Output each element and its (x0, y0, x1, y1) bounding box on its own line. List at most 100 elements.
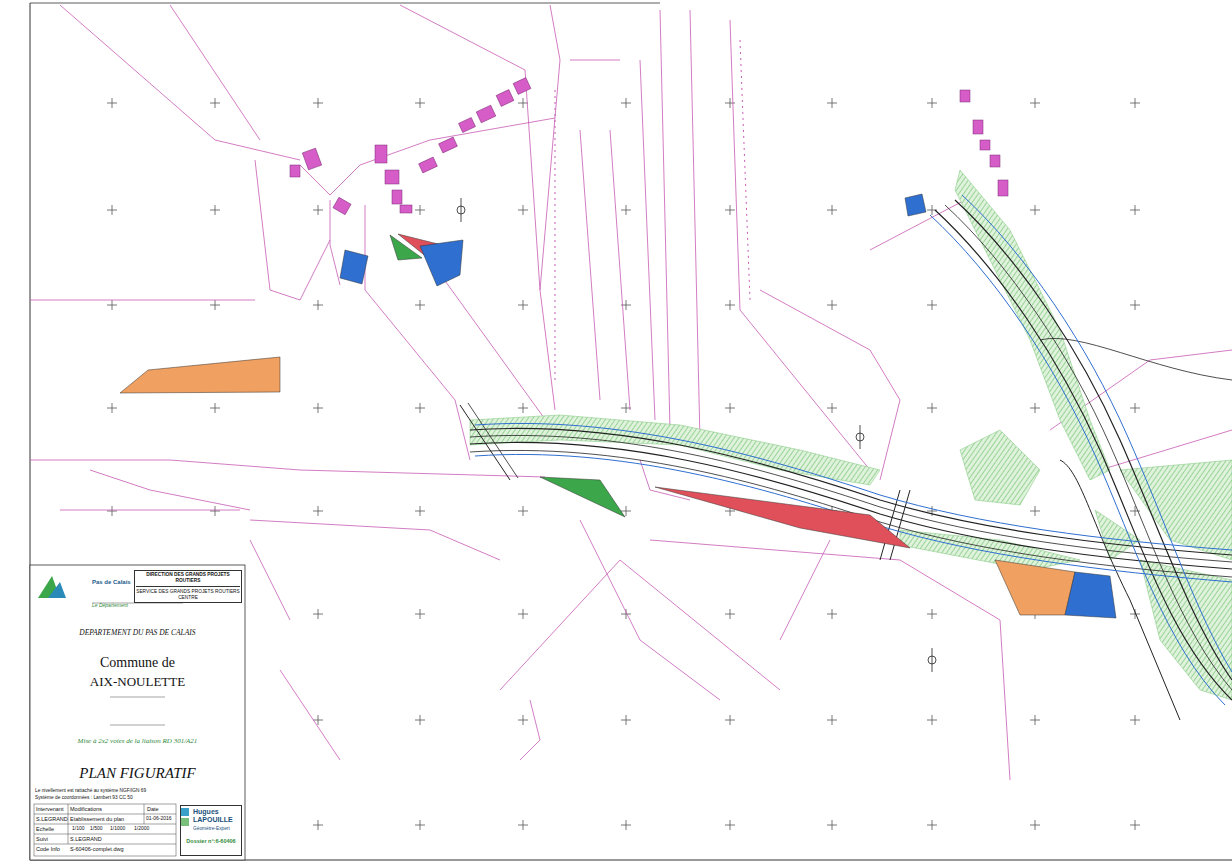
grid-cross (927, 300, 937, 310)
grid-cross (313, 506, 323, 516)
grid-cross (518, 506, 528, 516)
grid-cross (927, 820, 937, 830)
grid-crosses (107, 98, 1140, 830)
scale-option: 1/100 (72, 826, 85, 832)
grid-cross (725, 403, 735, 413)
survey-note: Système de coordonnées : Lambert 93 CC 5… (35, 795, 133, 800)
acquisition-parcels (120, 194, 1116, 618)
grid-cross (927, 98, 937, 108)
table-cell: S.LEGRAND (70, 836, 102, 842)
grid-cross (621, 205, 631, 215)
grid-cross (415, 98, 425, 108)
grid-cross (1130, 715, 1140, 725)
grid-cross (827, 205, 837, 215)
table-cell: S.LEGRAND (36, 816, 68, 822)
grid-cross (210, 98, 220, 108)
grid-cross (107, 403, 117, 413)
grid-cross (313, 205, 323, 215)
commune-label: Commune de (30, 655, 245, 671)
title-table-lines (34, 603, 183, 856)
surveyor-box: Hugues LAPOUILLE Géomètre-ExpertDossier n… (180, 805, 242, 856)
logo-triangles (38, 576, 66, 598)
header-box: DIRECTION DES GRANDS PROJETS ROUTIERS SER… (134, 570, 242, 603)
header-box: Pas de CalaisLe Département (62, 570, 132, 612)
grid-cross (1130, 205, 1140, 215)
grid-cross (927, 403, 937, 413)
grid-cross (827, 403, 837, 413)
logo-subtitle: Le Département (92, 603, 137, 609)
grid-cross (1130, 609, 1140, 619)
surveyor-name: Hugues LAPOUILLE (193, 808, 241, 824)
table-cell: Code Info (36, 846, 60, 852)
grid-cross (415, 609, 425, 619)
grid-cross (313, 715, 323, 725)
grid-cross (1130, 403, 1140, 413)
grid-cross (107, 205, 117, 215)
water-lines (475, 195, 1232, 705)
grid-cross (518, 300, 528, 310)
scale-option: 1/1000 (110, 826, 125, 832)
service-name: SERVICE DES GRANDS PROJETS ROUTIERS CENT… (136, 589, 240, 600)
grid-cross (927, 715, 937, 725)
department-name: DEPARTEMENT DU PAS DE CALAIS (30, 629, 245, 638)
grid-cross (827, 98, 837, 108)
north-symbols (457, 198, 936, 672)
grid-cross (1030, 205, 1040, 215)
file-number: Dossier n°:6-60406 (182, 838, 240, 844)
table-cell: S-60406-complet.dwg (70, 846, 124, 852)
grid-cross (1030, 715, 1040, 725)
logo-name: Pas de Calais (92, 579, 137, 586)
table-header: Intervenant (36, 806, 64, 812)
grid-cross (210, 300, 220, 310)
grid-cross (107, 300, 117, 310)
grid-cross (210, 403, 220, 413)
grid-cross (621, 715, 631, 725)
grid-cross (518, 609, 528, 619)
grid-cross (313, 403, 323, 413)
table-header: Modifications (70, 806, 102, 812)
grid-cross (725, 609, 735, 619)
project-title: Mise à 2x2 voies de la liaison RD 301/A2… (30, 737, 245, 745)
grid-cross (1130, 820, 1140, 830)
plan-title: PLAN FIGURATIF (30, 765, 245, 782)
direction-name: DIRECTION DES GRANDS PROJETS ROUTIERS (136, 572, 240, 587)
commune-name: AIX-NOULETTE (30, 675, 245, 690)
grid-cross (313, 609, 323, 619)
surveyor-title: Géomètre-Expert (193, 826, 241, 832)
table-cell: Echelle (36, 826, 54, 832)
grid-cross (415, 506, 425, 516)
grid-cross (1030, 98, 1040, 108)
grid-cross (1030, 506, 1040, 516)
grid-cross (725, 715, 735, 725)
grid-cross (313, 98, 323, 108)
grid-cross (313, 820, 323, 830)
grid-cross (827, 820, 837, 830)
scale-option: 1/500 (90, 826, 103, 832)
grid-cross (107, 98, 117, 108)
grid-cross (415, 715, 425, 725)
scale-option: 1/2000 (134, 826, 149, 832)
grid-cross (1030, 820, 1040, 830)
grid-cross (415, 403, 425, 413)
grid-cross (518, 715, 528, 725)
grid-cross (1130, 98, 1140, 108)
grid-cross (415, 820, 425, 830)
table-header: Date (147, 806, 159, 812)
grid-cross (210, 506, 220, 516)
title-block: DEPARTEMENT DU PAS DE CALAIS Commune de AI… (30, 565, 245, 860)
grid-cross (415, 300, 425, 310)
grid-cross (827, 609, 837, 619)
grid-cross (621, 98, 631, 108)
grid-cross (621, 820, 631, 830)
grid-cross (107, 506, 117, 516)
surveyor-logo (181, 808, 189, 826)
grid-cross (725, 98, 735, 108)
grid-cross (1030, 403, 1040, 413)
grid-cross (725, 300, 735, 310)
grid-cross (927, 609, 937, 619)
grid-cross (518, 820, 528, 830)
grid-cross (621, 609, 631, 619)
survey-note: Le nivellement est rattaché au système N… (35, 788, 146, 793)
grid-cross (415, 205, 425, 215)
grid-cross (725, 205, 735, 215)
